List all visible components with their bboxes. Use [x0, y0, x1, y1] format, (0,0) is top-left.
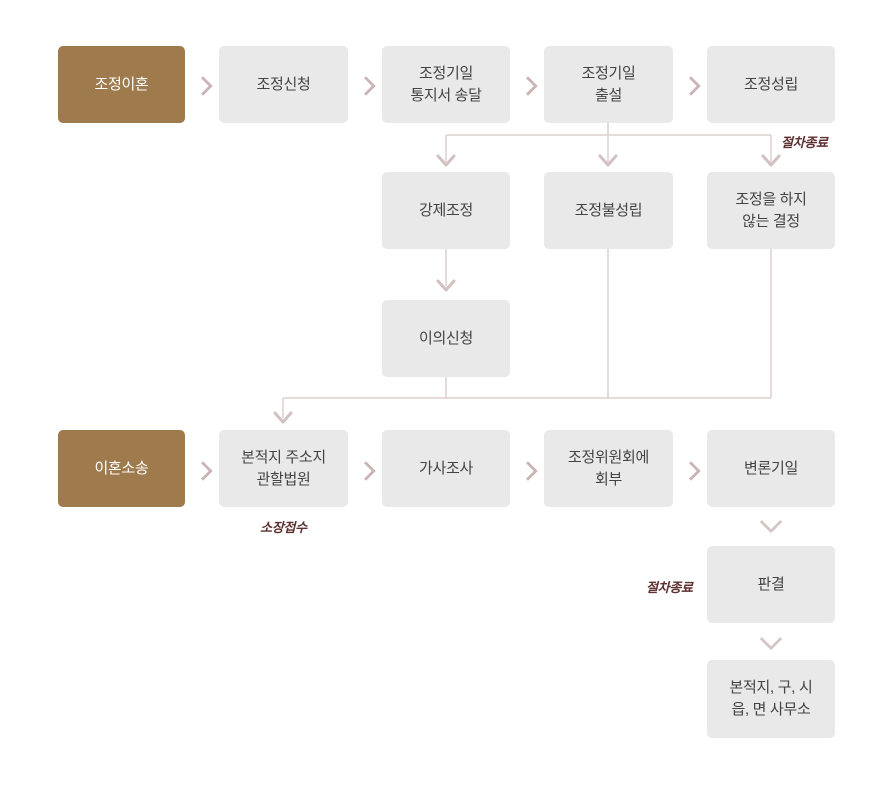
box-judgment: 판결	[707, 546, 835, 623]
box-mediation-date-attendance: 조정기일 출설	[544, 46, 673, 123]
box-mediation-date-notice-delivery: 조정기일 통지서 송달	[382, 46, 510, 123]
annotation-procedure-end-bottom: 절차종료	[646, 580, 693, 595]
annotation-procedure-end-top: 절차종료	[781, 135, 828, 150]
box-mediation-established: 조정성립	[707, 46, 835, 123]
box-objection: 이의신청	[382, 300, 510, 377]
box-forced-mediation: 강제조정	[382, 172, 510, 249]
box-divorce-lawsuit: 이혼소송	[58, 430, 185, 507]
box-registry-office: 본적지, 구, 시 읍, 면 사무소	[707, 660, 835, 738]
box-hearing-date: 변론기일	[707, 430, 835, 507]
box-mediation-divorce: 조정이혼	[58, 46, 185, 123]
box-referral-to-mediation-committee: 조정위원회에 회부	[544, 430, 673, 507]
box-family-investigation: 가사조사	[382, 430, 510, 507]
box-mediation-not-established: 조정불성립	[544, 172, 673, 249]
annotation-complaint-filing: 소장접수	[260, 520, 307, 535]
box-mediation-application: 조정신청	[219, 46, 348, 123]
box-decision-not-to-mediate: 조정을 하지 않는 결정	[707, 172, 835, 249]
box-competent-court: 본적지 주소지 관할법원	[219, 430, 348, 507]
